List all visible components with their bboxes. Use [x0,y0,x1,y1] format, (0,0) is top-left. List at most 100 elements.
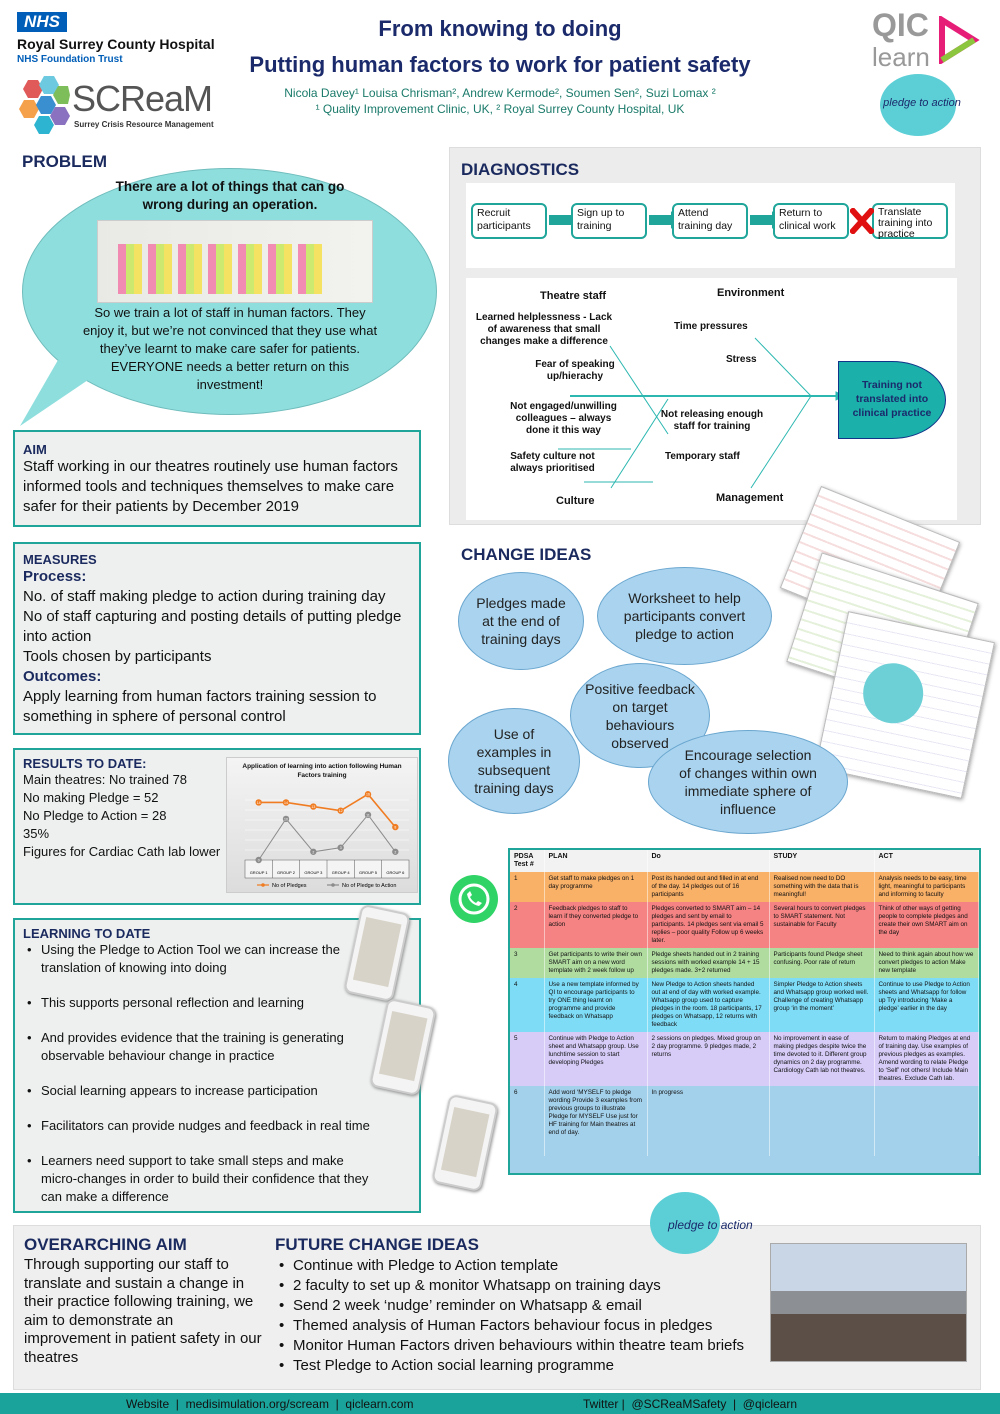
data-point [310,803,317,810]
future-idea-item: Send 2 week ‘nudge’ reminder on Whatsapp… [275,1296,765,1316]
future-idea-item: Test Pledge to Action social learning pr… [275,1356,765,1376]
data-label: 16 [366,793,370,797]
legend-label: No of Pledges [272,883,307,889]
future-idea-item: Monitor Human Factors driven behaviours … [275,1336,765,1356]
pdsa-cell-study: Participants found Pledge sheet confusin… [769,948,875,978]
pdsa-cell-plan: Use a new template informed by QI to enc… [544,978,648,1032]
data-point [337,807,344,814]
x-tick-label: GROUP 5 [359,870,378,875]
data-label: 8 [394,826,396,830]
trust-name: NHS Foundation Trust [17,54,123,65]
fishbone-cause: Temporary staff [665,451,740,462]
result-line: Figures for Cardiac Cath lab lower [23,844,221,859]
data-label: 2 [312,850,314,854]
future-idea-item: 2 faculty to set up & monitor Whatsapp o… [275,1276,765,1296]
overarching-aim-heading: OVERARCHING AIM [24,1235,187,1254]
data-point [255,856,262,864]
aim-panel: AIM Staff working in our theatres routin… [13,430,421,527]
flow-step: Attend training day [672,203,748,239]
fishbone-cause: Not releasing enough staff for training [660,409,764,432]
x-tick-label: GROUP 2 [277,870,296,875]
learning-item: Using the Pledge to Action Tool we can i… [23,941,378,977]
fishbone-cause: Time pressures [674,321,748,332]
pdsa-header: PLAN [544,850,648,872]
x-tick-label: GROUP 3 [304,870,323,875]
learning-item: And provides evidence that the training … [23,1029,378,1065]
pdsa-cell-do: New Pledge to Action sheets handed out a… [647,978,770,1032]
pdsa-cell-study: Simpler Pledge to Action sheets and What… [769,978,875,1032]
affiliations: ¹ Quality Improvement Clinic, UK, ² Roya… [315,102,685,116]
pledge-logo-circle [880,74,956,136]
problem-body: So we train a lot of staff in human fact… [82,305,378,392]
team-photo [770,1243,967,1362]
data-point [392,848,399,855]
pledge-logo-text: pledge to action [668,1218,753,1232]
pdsa-cell-act [874,1086,979,1156]
pdsa-header: Do [647,850,770,872]
process-item: No. of staff making pledge to action dur… [23,588,386,605]
fishbone-cause: Not engaged/unwilling colleagues – alway… [510,401,617,436]
flow-step: Return to clinical work [773,203,849,239]
data-label: 14 [257,801,261,805]
flow-arrow [549,211,579,229]
legend-marker [261,883,265,887]
data-label: 14 [284,801,288,805]
data-label: 0 [258,859,260,863]
phone-screenshot [431,1093,499,1193]
data-label: 10 [284,817,288,821]
flow-step: Recruit participants [471,203,547,239]
change-idea-cloud: Encourage selection of changes within ow… [648,730,848,834]
future-idea-item: Themed analysis of Human Factors behavio… [275,1316,765,1336]
fishbone-lines [558,337,846,489]
overarching-aim-body: Through supporting our staff to translat… [24,1256,262,1366]
authors: Nicola Davey¹ Louisa Chrisman², Andrew K… [284,86,716,100]
future-ideas-heading: FUTURE CHANGE IDEAS [275,1235,480,1254]
problem-lead: There are a lot of things that can go wr… [115,179,345,212]
legend-marker [331,883,335,887]
data-label: 12 [339,809,343,813]
outcomes-label: Outcomes: [23,668,102,685]
learn-logo: learn [872,42,930,72]
data-point [255,799,262,806]
learning-item: This supports personal reflection and le… [23,994,378,1012]
pdsa-cell-do: Pledge sheets handed out in 2 training s… [647,948,770,978]
diagnostics-heading: DIAGNOSTICS [461,160,580,179]
change-ideas-heading: CHANGE IDEAS [461,545,592,564]
process-item: Tools chosen by participants [23,648,212,665]
process-label: Process: [23,568,87,585]
learning-heading: LEARNING TO DATE [23,926,151,941]
pdsa-cell-n: 3 [510,948,545,978]
fishbone-cause: Safety culture not always prioritised [510,451,595,474]
result-line: No making Pledge = 52 [23,790,159,805]
scream-subtitle: Surrey Crisis Resource Management [74,120,214,129]
pdsa-cell-plan: Continue with Pledge to Action sheet and… [544,1032,648,1086]
data-point [310,848,317,855]
pdsa-cell-n: 5 [510,1032,545,1086]
qic-logo: QIC [872,7,929,43]
pdsa-cell-plan: Add word ‘MYSELF to pledge wording Provi… [544,1086,648,1156]
series-line [258,793,396,828]
data-point [337,844,344,851]
scream-logo-text: SCReaM [72,78,213,119]
footer-bar [0,1393,1000,1414]
footer-website-links[interactable]: Website | medisimulation.org/scream | qi… [126,1397,414,1411]
x-tick-label: GROUP 4 [332,870,351,875]
fishbone-category: Environment [717,287,785,299]
footer-twitter-links[interactable]: Twitter | @SCReaMSafety | @qiclearn [583,1397,797,1411]
pdsa-cell-study: Realised now need to DO something with t… [769,872,875,902]
outcome-item: Apply learning from human factors traini… [23,688,377,725]
pdsa-cell-act: Need to think again about how we convert… [874,948,979,978]
data-label: 3 [340,846,342,850]
pdsa-cell-n: 4 [510,978,545,1032]
result-line: 35% [23,826,50,841]
flow-step: Translate training into practice [872,203,948,240]
postit-wall-photo [97,220,373,303]
whatsapp-icon [450,875,498,923]
pdsa-cell-plan: Feedback pledges to staff to learn if th… [544,902,648,948]
nhs-logo: NHS [17,12,67,32]
pledge-logo-circle [650,1192,720,1254]
fishbone-category: Culture [556,495,595,507]
